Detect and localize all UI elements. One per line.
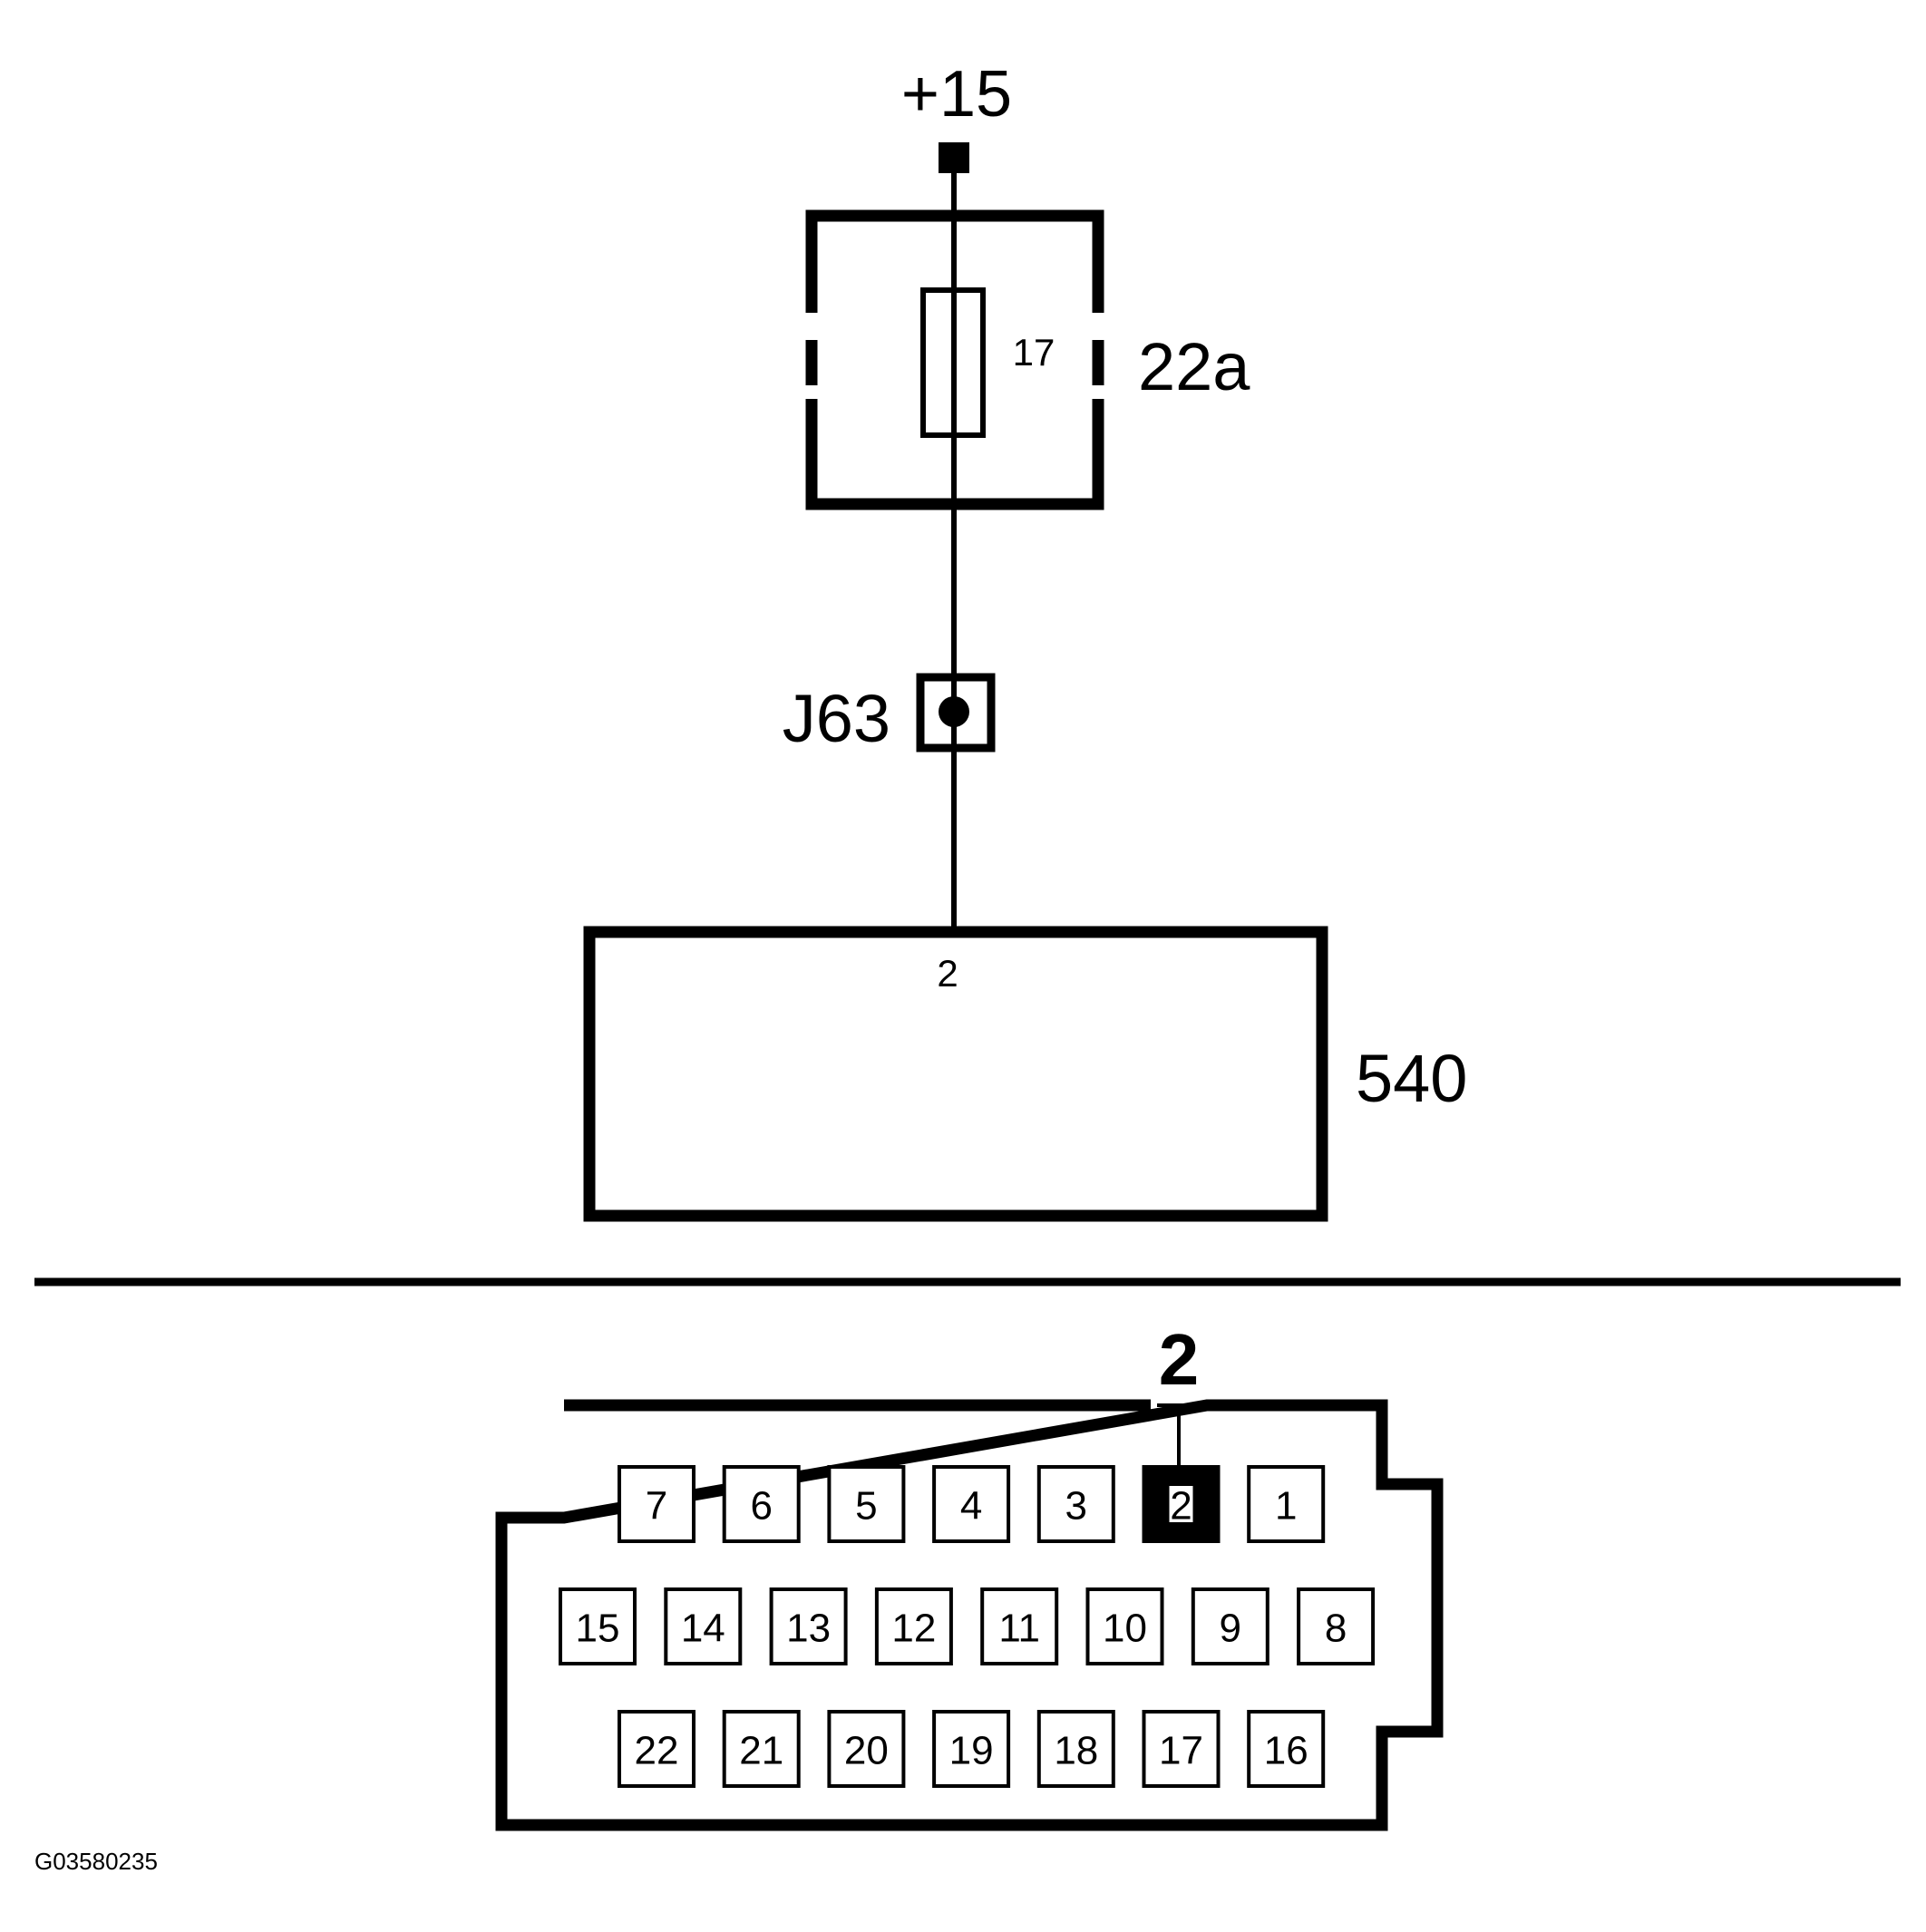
connector-pin: 17 bbox=[1142, 1710, 1221, 1788]
pin-box bbox=[559, 1587, 637, 1665]
connector-pin: 19 bbox=[932, 1710, 1011, 1788]
pin-box bbox=[932, 1465, 1011, 1543]
pin-box bbox=[980, 1587, 1059, 1665]
pin-number: 21 bbox=[739, 1729, 783, 1773]
pin-number: 22 bbox=[635, 1729, 679, 1773]
fuse-number: 17 bbox=[1013, 331, 1055, 374]
pin-number: 5 bbox=[855, 1484, 877, 1529]
pin-number: 13 bbox=[786, 1607, 831, 1651]
splice-dot bbox=[939, 696, 969, 727]
connector-pin: 10 bbox=[1085, 1587, 1164, 1665]
splice-j63 bbox=[916, 673, 996, 752]
pin-box bbox=[618, 1465, 696, 1543]
pin-number: 20 bbox=[844, 1729, 889, 1773]
connector-pin: 11 bbox=[980, 1587, 1059, 1665]
pin-number: 7 bbox=[646, 1484, 667, 1529]
connector-pin: 9 bbox=[1191, 1587, 1269, 1665]
pin-number: 19 bbox=[949, 1729, 994, 1773]
pin-box bbox=[1036, 1710, 1115, 1788]
connector-pin: 6 bbox=[722, 1465, 801, 1543]
component-540 bbox=[583, 926, 1328, 1222]
connector-pin: 20 bbox=[827, 1710, 906, 1788]
pin-number: 8 bbox=[1325, 1607, 1347, 1651]
connector-pin: 16 bbox=[1247, 1710, 1326, 1788]
pin-box bbox=[722, 1710, 801, 1788]
fuse-element bbox=[920, 287, 986, 438]
pin-box bbox=[1036, 1465, 1115, 1543]
pin-box bbox=[1191, 1587, 1269, 1665]
pin-number: 11 bbox=[998, 1607, 1040, 1651]
connector-pin: 12 bbox=[874, 1587, 953, 1665]
component-pin-number: 2 bbox=[937, 952, 958, 995]
pin-number: 17 bbox=[1159, 1729, 1203, 1773]
supply-terminal bbox=[939, 142, 969, 173]
connector-pin-highlighted: 2 bbox=[1142, 1465, 1221, 1543]
pin-number: 3 bbox=[1065, 1484, 1087, 1529]
connector-pin: 21 bbox=[722, 1710, 801, 1788]
connector-pin: 3 bbox=[1036, 1465, 1115, 1543]
connector-pin: 7 bbox=[618, 1465, 696, 1543]
pin-box bbox=[1085, 1587, 1164, 1665]
pin-box bbox=[827, 1465, 906, 1543]
pin-number: 6 bbox=[750, 1484, 772, 1529]
pin-number: 1 bbox=[1275, 1484, 1297, 1529]
pin-callout-label: 2 bbox=[1159, 1319, 1200, 1400]
fuse-box-label: 22a bbox=[1138, 329, 1250, 404]
pin-number: 14 bbox=[681, 1607, 725, 1651]
connector-pin: 22 bbox=[618, 1710, 696, 1788]
pin-box bbox=[722, 1465, 801, 1543]
connector-pin: 13 bbox=[769, 1587, 848, 1665]
pin-box bbox=[769, 1587, 848, 1665]
pin-box bbox=[664, 1587, 743, 1665]
pin-box bbox=[827, 1710, 906, 1788]
pin-number: 16 bbox=[1264, 1729, 1308, 1773]
pin-box bbox=[618, 1710, 696, 1788]
connector-pin: 5 bbox=[827, 1465, 906, 1543]
component-label: 540 bbox=[1356, 1041, 1467, 1116]
supply-label: +15 bbox=[901, 58, 1012, 131]
splice-label: J63 bbox=[783, 681, 890, 756]
pin-number: 2 bbox=[1170, 1484, 1192, 1529]
pin-number: 10 bbox=[1103, 1607, 1147, 1651]
pin-number: 12 bbox=[891, 1607, 936, 1651]
connector-housing bbox=[495, 1399, 1444, 1831]
connector-pin: 18 bbox=[1036, 1710, 1115, 1788]
pin-number: 15 bbox=[576, 1607, 620, 1651]
connector-pin: 15 bbox=[559, 1587, 637, 1665]
connector-pin: 4 bbox=[932, 1465, 1011, 1543]
pin-number: 18 bbox=[1054, 1729, 1098, 1773]
pin-box bbox=[1297, 1587, 1376, 1665]
figure-id: G03580235 bbox=[34, 1848, 158, 1875]
pin-box bbox=[1247, 1465, 1326, 1543]
fuse-box-22a bbox=[805, 209, 1104, 510]
connector-pin: 8 bbox=[1297, 1587, 1376, 1665]
pin-box bbox=[874, 1587, 953, 1665]
pin-box bbox=[1142, 1710, 1221, 1788]
connector-pin: 1 bbox=[1247, 1465, 1326, 1543]
pin-number: 9 bbox=[1220, 1607, 1241, 1651]
pin-box bbox=[1247, 1710, 1326, 1788]
pin-box bbox=[932, 1710, 1011, 1788]
connector-pin: 14 bbox=[664, 1587, 743, 1665]
pin-number: 4 bbox=[960, 1484, 982, 1529]
pin-highlight-window bbox=[1169, 1486, 1193, 1522]
